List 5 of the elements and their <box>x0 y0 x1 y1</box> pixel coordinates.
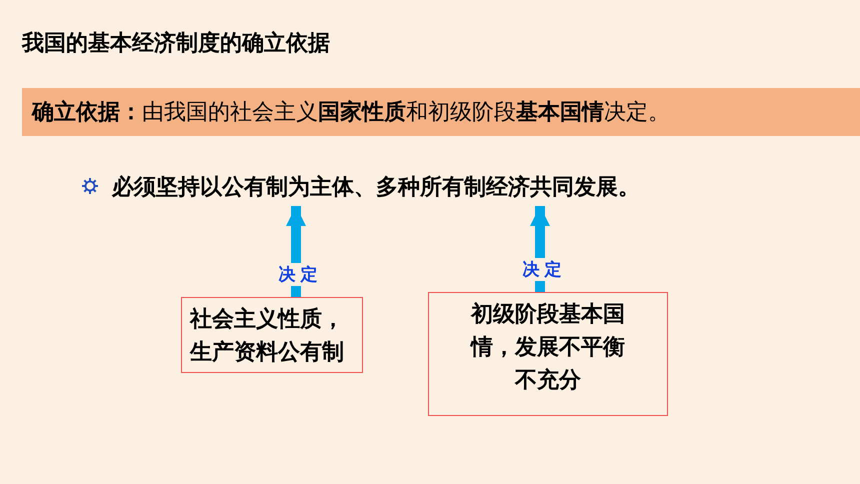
slide-title: 我国的基本经济制度的确立依据 <box>22 29 330 57</box>
bullet-sentence: 必须坚持以公有制为主体、多种所有制经济共同发展。 <box>112 172 640 202</box>
text-box: 初级阶段基本国情，发展不平衡不充分 <box>428 292 668 416</box>
text-box: 社会主义性质，生产资料公有制 <box>181 297 363 373</box>
banner-text: 确立依据：由我国的社会主义国家性质和初级阶段基本国情决定。 <box>22 88 860 136</box>
